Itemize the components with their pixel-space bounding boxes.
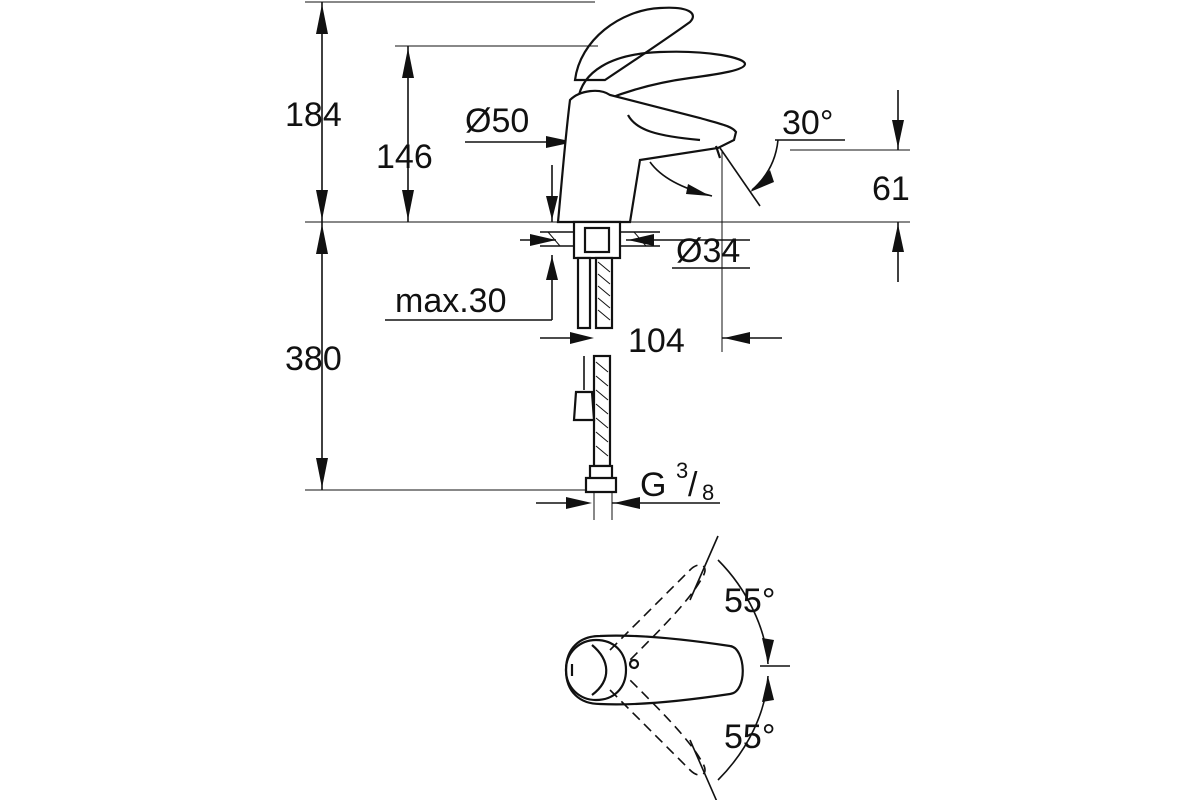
dimension-184: 184 xyxy=(285,2,342,222)
side-view: 184 146 380 Ø50 30° xyxy=(285,1,910,520)
dimension-d50: Ø50 xyxy=(465,102,575,148)
dim-label-380: 380 xyxy=(285,340,342,378)
dim-label-d50: Ø50 xyxy=(465,102,529,140)
dim-label-146: 146 xyxy=(376,138,433,176)
dimension-104: 104 xyxy=(540,150,782,360)
dim-label-max30: max.30 xyxy=(395,282,507,320)
dimension-146: 146 xyxy=(376,46,433,222)
faucet-body xyxy=(540,6,747,494)
dim-label-30deg: 30° xyxy=(782,104,833,142)
dim-label-55-top: 55° xyxy=(724,582,775,620)
dimension-30deg: 30° xyxy=(719,104,845,207)
dimension-380: 380 xyxy=(285,222,342,490)
thread-slash: / xyxy=(688,466,698,504)
thread-g: G xyxy=(640,466,666,504)
thread-numerator: 3 xyxy=(676,458,688,483)
dim-label-104: 104 xyxy=(628,322,685,360)
dimension-d34: Ø34 xyxy=(520,232,750,270)
dim-label-d34: Ø34 xyxy=(676,232,740,270)
dim-label-184: 184 xyxy=(285,96,342,134)
dim-label-61: 61 xyxy=(872,170,910,208)
top-view: 55° 55° xyxy=(564,535,790,800)
thread-denominator: 8 xyxy=(702,480,714,505)
dimension-61: 61 xyxy=(872,90,910,282)
dim-label-55-bottom: 55° xyxy=(724,718,775,756)
dimension-max30: max.30 xyxy=(385,165,558,321)
dimension-thread: G 3 / 8 xyxy=(536,458,720,520)
